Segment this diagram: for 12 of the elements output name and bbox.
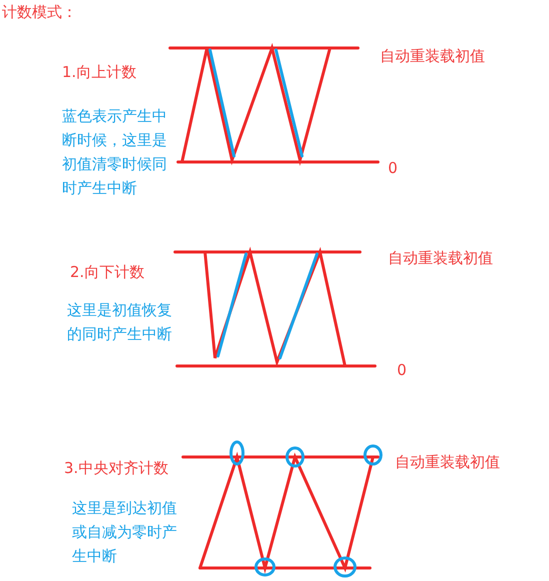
level-label: 0 [388, 158, 398, 179]
mode-heading: 3.中央对齐计数 [64, 458, 168, 479]
level-label: 自动重装载初值 [395, 452, 500, 473]
note-text: 这里是初值恢复的同时产生中断 [67, 300, 173, 345]
mode-heading: 2.向下计数 [70, 262, 144, 283]
note-text: 蓝色表示产生中断时候，这里是初值清零时候同时产生中断 [62, 106, 168, 199]
note-text: 这里是到达初值或自减为零时产生中断 [72, 498, 178, 567]
title: 计数模式： [2, 2, 77, 23]
level-label: 自动重装载初值 [380, 46, 485, 67]
mode-heading: 1.向上计数 [62, 62, 136, 83]
level-label: 自动重装载初值 [388, 248, 493, 269]
level-label: 0 [397, 360, 407, 381]
